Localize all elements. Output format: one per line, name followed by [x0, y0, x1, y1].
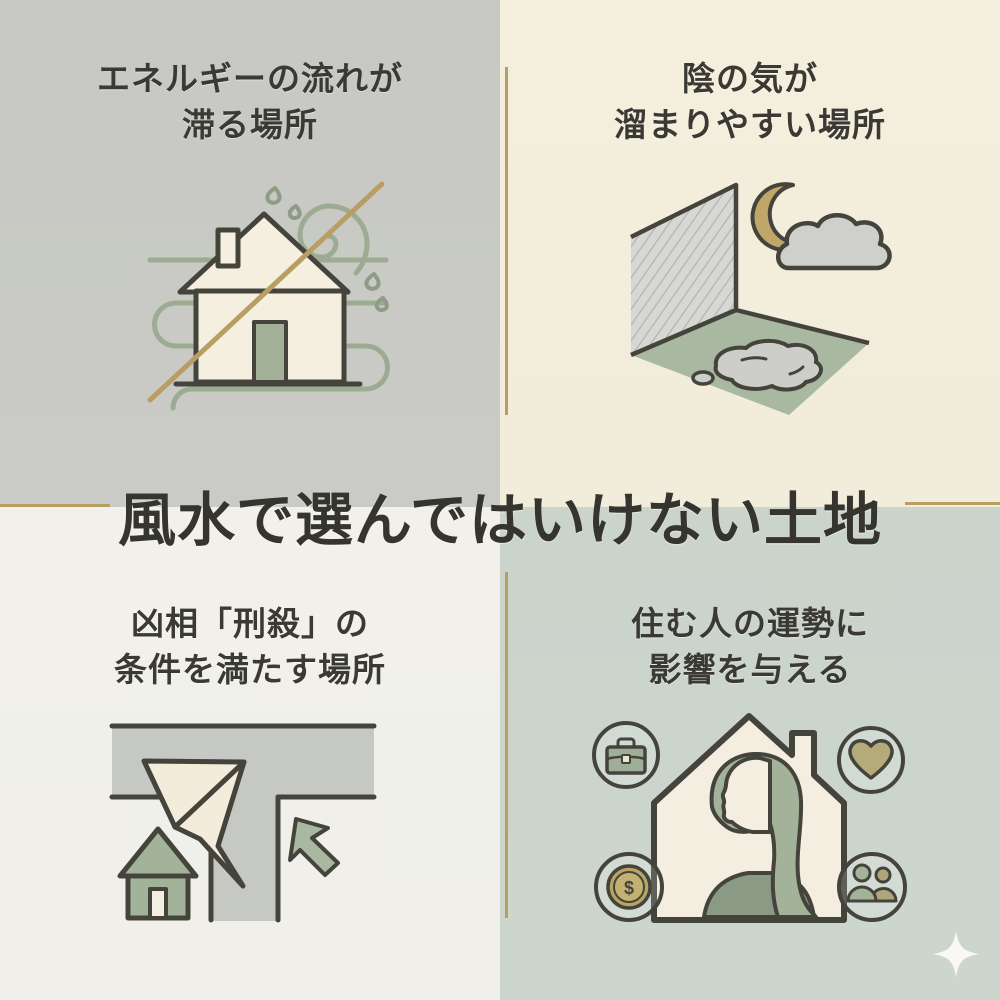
quadrant-top-left-heading: エネルギーの流れが 滞る場所 — [0, 56, 500, 148]
blocked-slash-line — [147, 181, 385, 403]
family-icon — [846, 863, 898, 903]
briefcase-icon — [605, 737, 647, 775]
gold-accent-line-top-vertical — [505, 67, 508, 415]
resident-fortune-house-icon: $ — [592, 713, 907, 923]
quadrant-top-right-heading: 陰の気が 溜まりやすい場所 — [500, 56, 1000, 148]
hatched-wall-icon — [630, 182, 739, 355]
quadrant-top-right: 陰の気が 溜まりやすい場所 — [500, 0, 1000, 507]
heading-line: 住む人の運勢に — [631, 605, 869, 642]
quadrant-bottom-left-heading: 凶相「刑殺」の 条件を満たす場所 — [0, 601, 500, 693]
page-title: 風水で選んではいけない土地 — [117, 488, 883, 553]
shaded-corner-puddle-moon-icon — [630, 182, 892, 415]
woman-profile-icon — [702, 751, 818, 919]
energy-spiral-icon — [297, 203, 370, 276]
heading-line: 陰の気が — [682, 60, 818, 97]
gold-accent-line-left-horizontal — [0, 504, 110, 507]
quadrant-bottom-right: 住む人の運勢に 影響を与える — [500, 507, 1000, 1000]
heart-icon — [848, 739, 894, 780]
love-circle — [837, 726, 905, 794]
gold-accent-line-right-horizontal — [905, 502, 1000, 505]
quadrant-top-left: エネルギーの流れが 滞る場所 — [0, 0, 500, 507]
dollar-coin-icon: $ — [606, 864, 652, 910]
heading-line: 凶相「刑殺」の — [131, 605, 369, 642]
water-drops-icon — [265, 186, 389, 313]
heading-line: 条件を満たす場所 — [114, 651, 386, 688]
family-circle — [837, 852, 907, 922]
money-circle: $ — [594, 852, 664, 922]
cursor-arrow-icon — [288, 817, 340, 877]
house-door — [252, 320, 288, 384]
quadrant-bottom-right-heading: 住む人の運勢に 影響を与える — [500, 601, 1000, 693]
house-roof — [177, 211, 351, 295]
house-icon — [117, 826, 199, 921]
career-circle — [592, 721, 660, 789]
quadrant-bottom-left: 凶相「刑殺」の 条件を満たす場所 — [0, 507, 500, 1000]
woman-face — [720, 755, 772, 834]
heading-line: エネルギーの流れが — [97, 60, 403, 97]
cloud-icon — [776, 213, 892, 271]
heading-line: 溜まりやすい場所 — [614, 106, 886, 143]
t-junction-road-arrow-icon — [109, 723, 377, 923]
house-stagnant-energy-icon — [147, 181, 390, 411]
road-charge-arrow-icon — [141, 758, 247, 889]
heading-line: 影響を与える — [648, 651, 852, 688]
dollar-symbol: $ — [624, 878, 634, 898]
sparkle-icon — [933, 931, 979, 977]
house-chimney — [215, 227, 241, 269]
puddle-icon — [691, 339, 823, 392]
gold-accent-line-bottom-vertical — [505, 572, 508, 918]
heading-line: 滞る場所 — [182, 106, 318, 143]
